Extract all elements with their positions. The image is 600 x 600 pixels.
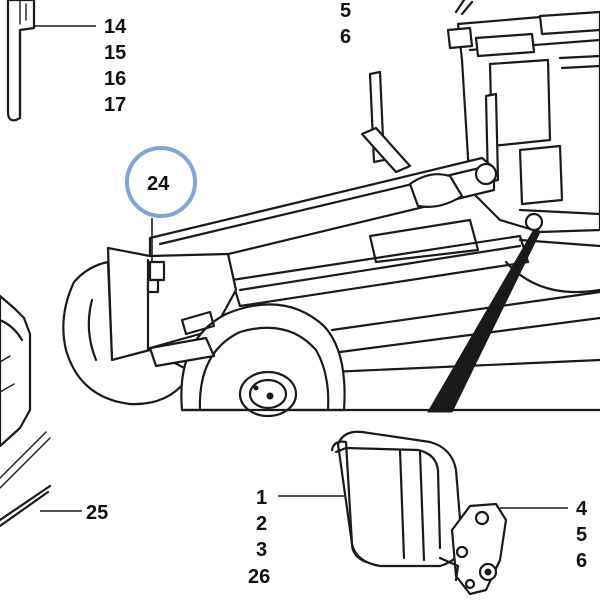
callouts-lamp-right: 4 5 6 bbox=[576, 498, 588, 572]
callout-16: 16 bbox=[104, 68, 126, 90]
mast-posts bbox=[360, 70, 500, 184]
callout-5-top: 5 bbox=[340, 0, 351, 22]
front-wheel-right bbox=[180, 303, 346, 418]
callout-5-bottom: 5 bbox=[576, 524, 587, 546]
main-frame-beam bbox=[148, 156, 600, 374]
callout-1: 1 bbox=[256, 487, 267, 509]
callout-26: 26 bbox=[248, 566, 270, 588]
callout-6-top: 6 bbox=[340, 26, 351, 48]
front-wheel-left bbox=[62, 260, 194, 406]
pointer-wedge bbox=[427, 212, 544, 413]
callout-17: 17 bbox=[104, 94, 126, 116]
highlight-ring bbox=[125, 146, 197, 218]
callout-3: 3 bbox=[256, 539, 267, 561]
callout-14: 14 bbox=[104, 16, 127, 38]
left-tank-part bbox=[0, 294, 32, 448]
lamp-bracket bbox=[438, 502, 508, 596]
top-left-bracket-part bbox=[6, 0, 36, 122]
callout-15: 15 bbox=[104, 42, 126, 64]
callouts-top-left: 14 15 16 17 bbox=[104, 16, 127, 116]
callout-2: 2 bbox=[256, 513, 267, 535]
callout-25: 25 bbox=[86, 502, 108, 524]
left-rail-lines bbox=[0, 431, 52, 528]
front-axle bbox=[148, 310, 216, 368]
callouts-top-center: 5 6 bbox=[340, 0, 351, 48]
callout-6-bottom: 6 bbox=[576, 550, 587, 572]
front-bumper-plate bbox=[106, 246, 238, 368]
callouts-lamp-left: 1 2 3 26 bbox=[248, 487, 270, 588]
leader-lines bbox=[34, 25, 568, 512]
callout-24[interactable]: 24 bbox=[147, 173, 170, 195]
work-lamp bbox=[330, 430, 464, 568]
callout-4: 4 bbox=[576, 498, 588, 520]
